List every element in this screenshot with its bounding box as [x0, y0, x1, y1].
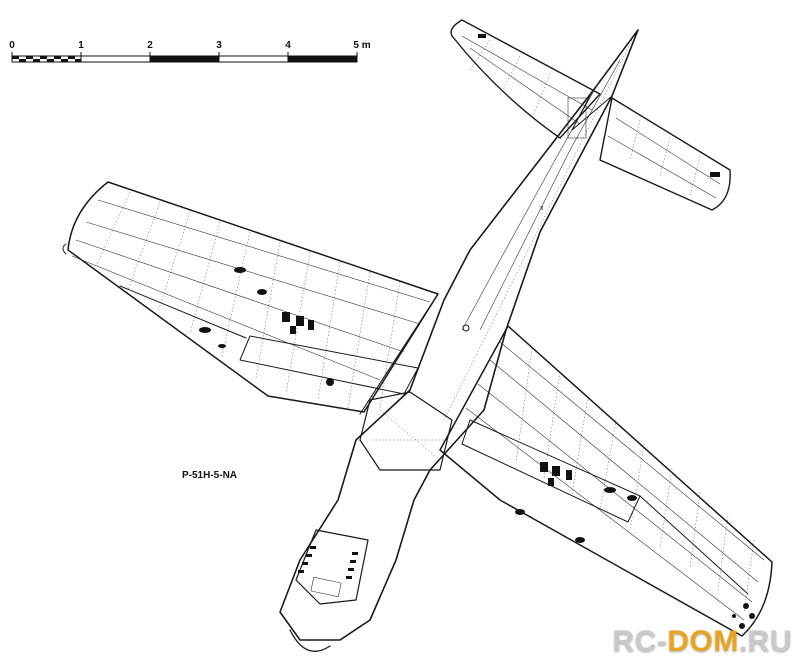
- scale-tick-5: 5 m: [353, 40, 371, 51]
- watermark-part-3: .RU: [738, 625, 792, 658]
- exhaust-stacks-left: [298, 546, 316, 573]
- scale-tick-1: 1: [78, 40, 84, 51]
- right-wing: [439, 325, 773, 637]
- scale-bar-checker: [12, 56, 357, 62]
- aircraft-designation: P-51H-5-NA: [182, 470, 238, 481]
- svg-text:x: x: [540, 205, 544, 212]
- watermark-part-2: DOM: [667, 625, 739, 658]
- scale-tick-4: 4: [285, 40, 291, 51]
- watermark-part-1: RC-: [612, 625, 668, 658]
- tail-plane: [450, 19, 731, 211]
- scale-tick-0: 0: [9, 40, 15, 51]
- exhaust-stacks-right: [346, 552, 358, 579]
- scale-tick-3: 3: [216, 40, 222, 51]
- scale-tick-2: 2: [147, 40, 153, 51]
- left-wing: [62, 181, 439, 415]
- fuselage: x: [279, 29, 639, 652]
- watermark-logo: RC-DOM.RU: [613, 625, 793, 659]
- scale-bar: [11, 52, 358, 63]
